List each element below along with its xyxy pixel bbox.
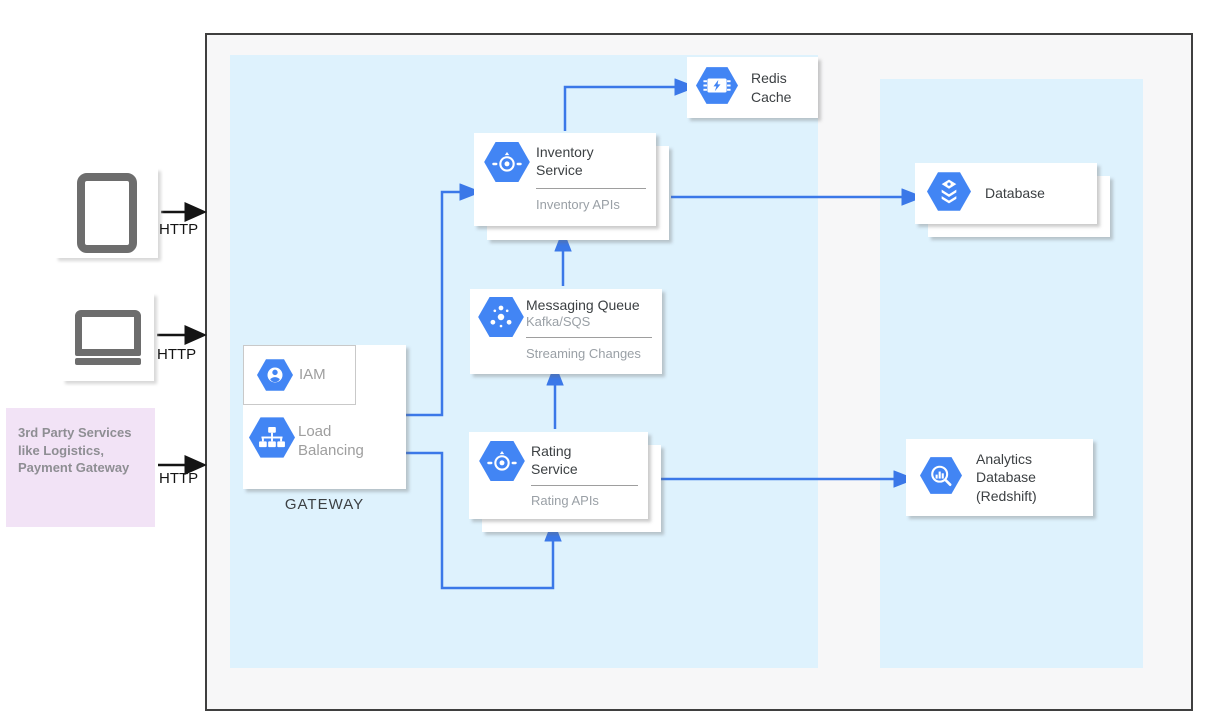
divider bbox=[531, 485, 638, 487]
node-title: Rating Service bbox=[531, 443, 578, 478]
load-balancing-icon bbox=[249, 417, 295, 463]
mobile-client-node[interactable] bbox=[55, 168, 158, 258]
gateway-caption: GATEWAY bbox=[284, 496, 365, 513]
http-label: HTTP bbox=[157, 346, 197, 363]
gateway-node[interactable]: IAM Load Balancing bbox=[243, 345, 406, 489]
iam-label: IAM bbox=[299, 366, 326, 383]
load-balancing-label: Load Balancing bbox=[298, 423, 364, 459]
rating-service-node[interactable]: Rating Service Rating APIs bbox=[469, 432, 648, 519]
node-title: Analytics Database (Redshift) bbox=[976, 451, 1037, 504]
redis-cache-icon bbox=[696, 66, 738, 109]
node-subtitle: Rating APIs bbox=[531, 493, 599, 509]
third-party-text: 3rd Party Services like Logistics, Payme… bbox=[18, 425, 132, 476]
analytics-database-node[interactable]: Analytics Database (Redshift) bbox=[906, 439, 1093, 516]
iam-subnode[interactable]: IAM bbox=[243, 345, 356, 405]
analytics-database-icon bbox=[920, 456, 962, 499]
node-subtitle: Inventory APIs bbox=[536, 197, 620, 213]
third-party-node[interactable]: 3rd Party Services like Logistics, Payme… bbox=[6, 408, 155, 527]
messaging-queue-icon bbox=[478, 297, 524, 342]
iam-icon bbox=[257, 359, 293, 396]
divider bbox=[526, 337, 652, 339]
rating-service-icon bbox=[479, 441, 525, 486]
database-node[interactable]: Database bbox=[915, 163, 1097, 224]
http-label: HTTP bbox=[159, 470, 199, 487]
inventory-service-icon bbox=[484, 142, 530, 187]
laptop-icon bbox=[75, 309, 141, 365]
database-icon bbox=[927, 171, 971, 216]
node-tech: Kafka/SQS bbox=[526, 314, 591, 330]
node-title: Redis Cache bbox=[751, 70, 792, 105]
node-title: Database bbox=[985, 185, 1045, 202]
mobile-icon bbox=[76, 173, 137, 253]
node-title: Messaging Queue bbox=[526, 297, 640, 313]
inventory-service-node[interactable]: Inventory Service Inventory APIs bbox=[474, 133, 656, 226]
divider bbox=[536, 188, 646, 190]
redis-cache-node[interactable]: Redis Cache bbox=[687, 57, 818, 118]
node-subtitle: Streaming Changes bbox=[526, 346, 641, 362]
node-title: Inventory Service bbox=[536, 144, 594, 179]
http-label: HTTP bbox=[159, 221, 199, 238]
laptop-client-node[interactable] bbox=[62, 293, 154, 381]
messaging-queue-node[interactable]: Messaging Queue Kafka/SQS Streaming Chan… bbox=[470, 289, 662, 374]
